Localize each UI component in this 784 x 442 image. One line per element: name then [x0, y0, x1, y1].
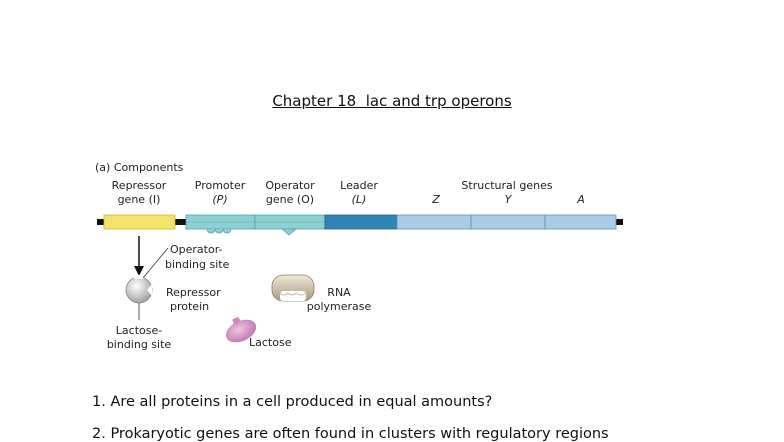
- rna-polymerase-icon: [271, 274, 315, 302]
- operator-notch: [280, 228, 298, 236]
- leader-label-2: (L): [352, 193, 367, 206]
- rna-polymerase-label-2: polymerase: [307, 300, 372, 313]
- repressor-protein-label: Repressor: [166, 286, 221, 299]
- section-label: (a) Components: [95, 161, 184, 174]
- promoter-label-2: (P): [212, 193, 227, 206]
- leader-block: [324, 214, 398, 230]
- operator-label-2: gene (O): [266, 193, 314, 206]
- question-2: 2. Prokaryotic genes are often found in …: [92, 426, 609, 442]
- promoter-label: Promoter: [195, 179, 246, 192]
- gene-z-label: Z: [431, 193, 440, 206]
- lactose-icon: [225, 317, 257, 343]
- gene-y-label: Y: [505, 193, 513, 206]
- promoter-bumps: [206, 228, 232, 234]
- rna-polymerase-label: RNA: [327, 286, 351, 299]
- gene-y-block: [470, 214, 546, 230]
- operator-binding-pointer: [142, 247, 169, 279]
- slide-title: Chapter 18 lac and trp operons: [272, 92, 512, 110]
- repressor-protein-label-2: protein: [170, 300, 209, 313]
- gene-a-label: A: [576, 193, 585, 206]
- repressor-gene-block: [103, 214, 176, 230]
- operator-binding-label: Operator-: [170, 243, 223, 256]
- lactose-binding-label: Lactose-: [116, 324, 162, 337]
- gene-z-block: [396, 214, 472, 230]
- gene-a-block: [544, 214, 617, 230]
- repressor-gene-label: Repressor: [112, 179, 167, 192]
- lactose-binding-label-2: binding site: [107, 338, 172, 351]
- repressor-protein-icon: [125, 275, 153, 304]
- leader-label: Leader: [340, 179, 378, 192]
- repressor-gene-label-2: gene (I): [118, 193, 161, 206]
- operator-binding-label-2: binding site: [165, 258, 230, 271]
- lactose-label: Lactose: [249, 336, 292, 349]
- question-1: 1. Are all proteins in a cell produced i…: [92, 394, 493, 410]
- structural-genes-label: Structural genes: [461, 179, 552, 192]
- expression-arrowhead: [134, 266, 144, 276]
- operator-label: Operator: [265, 179, 315, 192]
